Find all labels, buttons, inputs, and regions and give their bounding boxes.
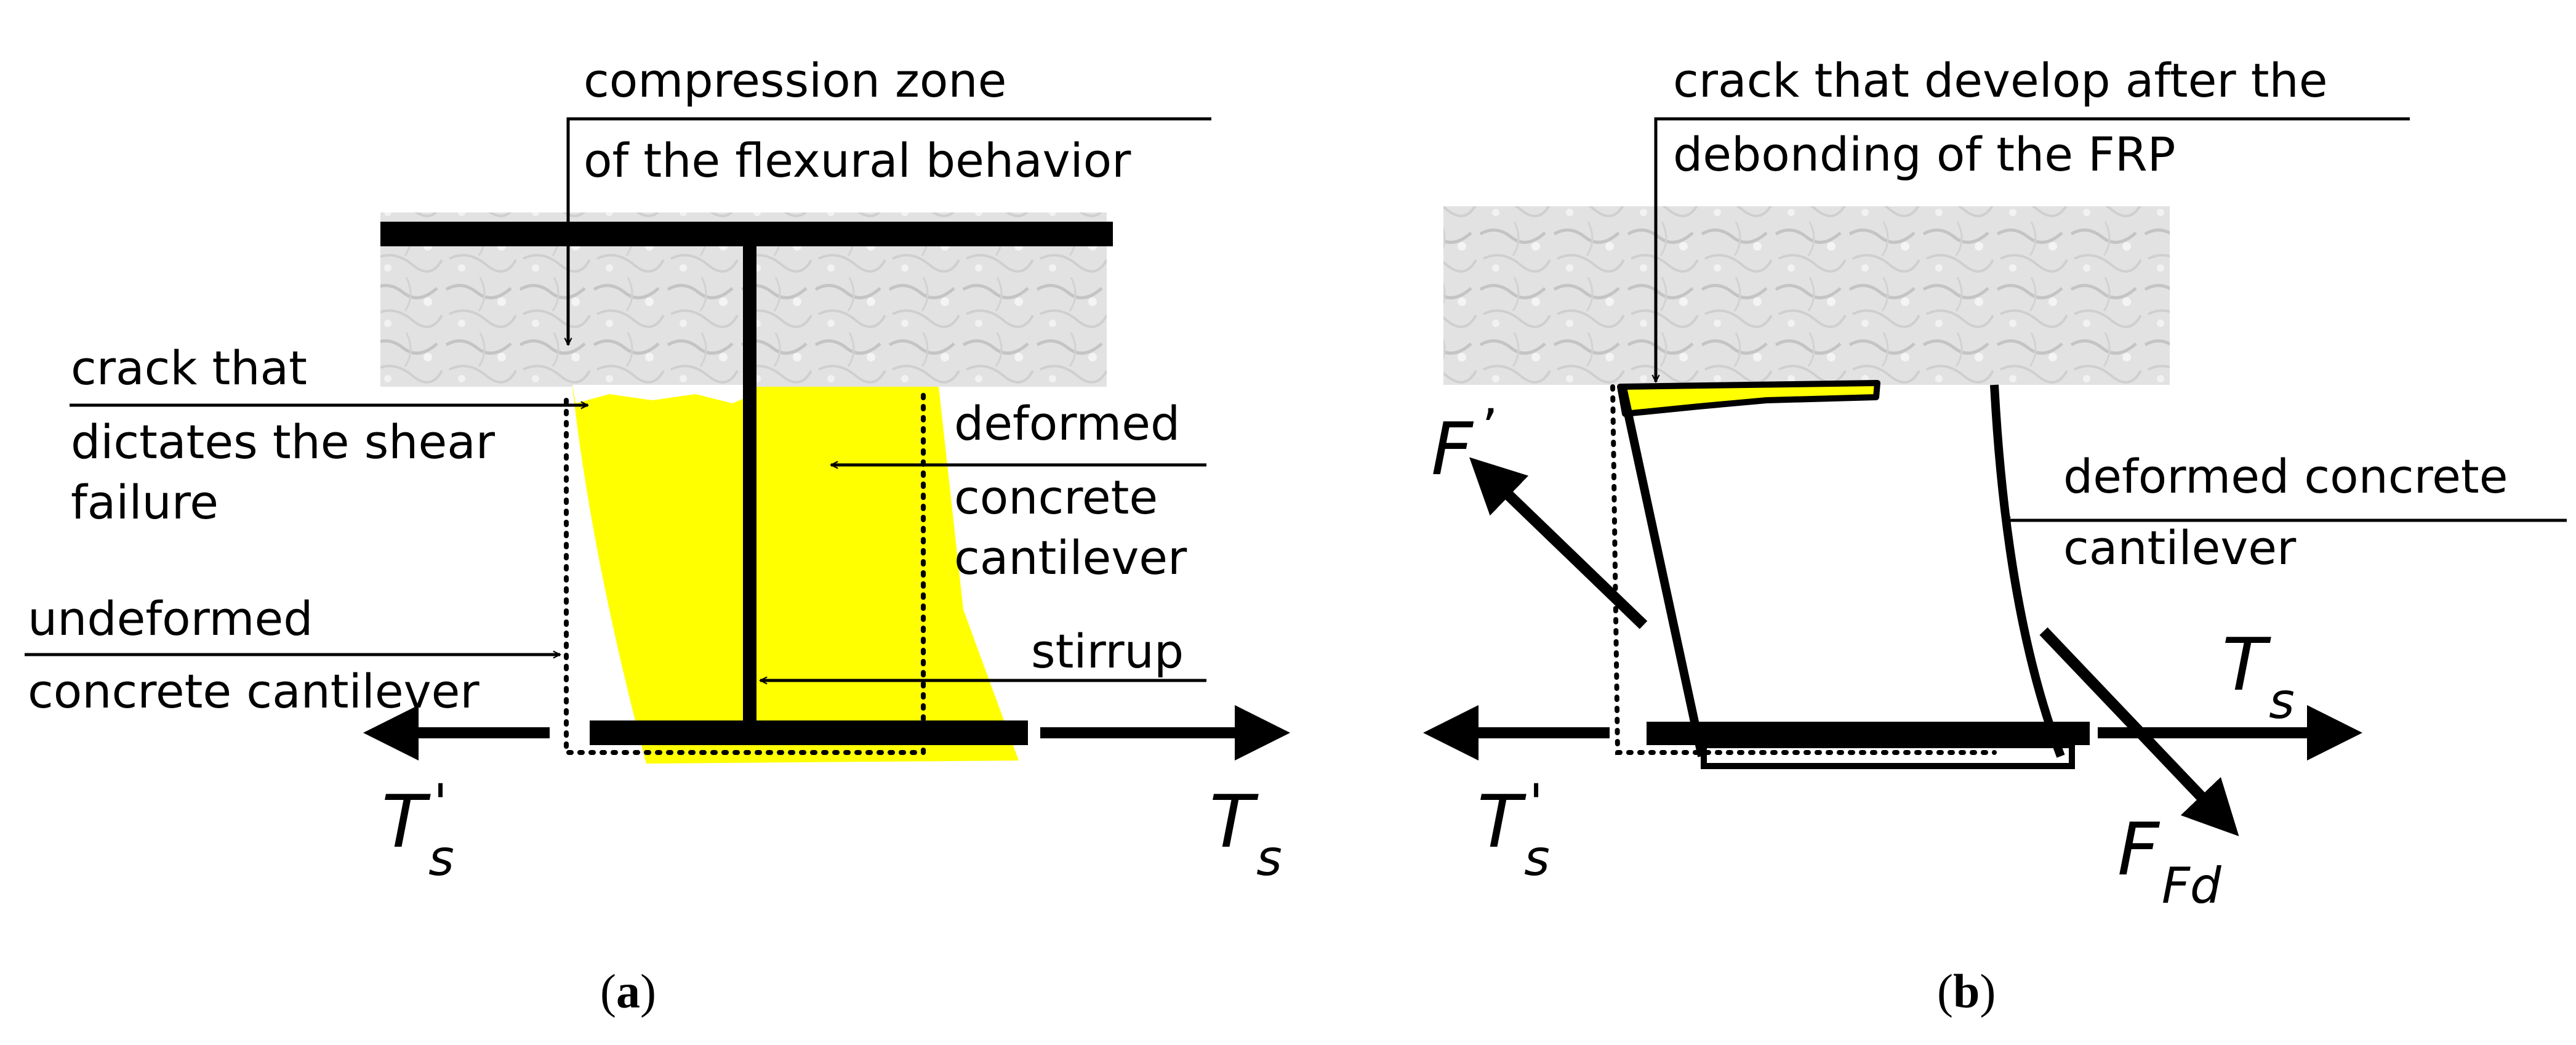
caption-a-open: ( — [600, 964, 616, 1018]
f-prime-arrow — [1469, 457, 1648, 629]
crack-debond-label-line2: debonding of the FRP — [1673, 127, 2176, 182]
deformed-b-label-line2: cantilever — [2063, 520, 2297, 575]
compression-zone-bar — [380, 222, 1113, 246]
f-prime-label: F’ — [1431, 398, 1498, 491]
longitudinal-bar-b — [1647, 722, 2090, 745]
ts-label-b: Ts — [2222, 622, 2295, 730]
ts-prime-b-mark: ' — [1529, 773, 1544, 833]
caption-b-close: ) — [1980, 964, 1996, 1018]
crack-shear-label-line1: crack that — [71, 341, 307, 395]
deformed-b-label-line1: deformed concrete — [2063, 449, 2508, 504]
ffd-main: F — [2117, 807, 2159, 892]
caption-a-letter: a — [616, 964, 640, 1018]
leader-compression-zone — [568, 117, 1211, 345]
ts-prime-a-mark: ' — [433, 773, 448, 833]
shear-crack — [572, 385, 754, 403]
caption-b-open: ( — [1937, 964, 1953, 1018]
ffd-label: FFd — [2117, 807, 2221, 914]
ts-prime-b-sub: s — [1524, 829, 1550, 887]
ffd-arrow — [2039, 627, 2239, 837]
compression-zone-label-line2: of the flexural behavior — [584, 133, 1131, 188]
ts-prime-a-main: T — [382, 779, 427, 864]
stirrup-vertical-a — [743, 243, 756, 730]
f-prime-main: F — [1431, 406, 1473, 491]
panel-b — [1423, 117, 2567, 837]
caption-a-close: ) — [640, 964, 656, 1018]
deformed-right-face — [1990, 384, 2065, 758]
undeformed-outline-b — [1610, 384, 1997, 755]
compression-zone-label-line1: compression zone — [584, 53, 1007, 108]
ts-prime-label-b: T's — [1477, 773, 1550, 887]
ts-b-main: T — [2222, 622, 2267, 707]
undeformed-outline-a — [564, 384, 926, 755]
f-prime-mark: ’ — [1482, 398, 1498, 458]
deformed-a-label-line3: cantilever — [954, 530, 1187, 585]
stirrup-label: stirrup — [1031, 624, 1184, 679]
longitudinal-bar-a — [590, 720, 1028, 745]
deformed-a-label-line2: concrete — [954, 470, 1158, 525]
debonding-crack — [1617, 380, 1880, 417]
caption-b: (b) — [1937, 964, 1996, 1019]
concrete-slab-b — [1443, 206, 2170, 385]
crack-debond-label-line1: crack that develop after the — [1673, 53, 2328, 108]
deformed-left-face — [1618, 384, 1706, 757]
deformed-a-label-line1: deformed — [954, 396, 1181, 451]
crack-shear-label-line2: dictates the shear — [71, 414, 496, 469]
ts-prime-label-a: T's — [382, 773, 454, 887]
ts-prime-a-sub: s — [428, 829, 454, 887]
undeformed-label-line1: undeformed — [28, 591, 313, 646]
ts-a-main: T — [1210, 779, 1254, 864]
panel-a — [25, 117, 1290, 764]
ffd-sub: Fd — [2161, 857, 2221, 914]
undeformed-label-line2: concrete cantilever — [28, 664, 479, 719]
crack-shear-label-line3: failure — [71, 475, 219, 530]
caption-b-letter: b — [1952, 964, 1980, 1018]
ts-prime-b-main: T — [1477, 779, 1522, 864]
displaced-bar-outline — [1701, 742, 2075, 769]
leader-crack-debond — [1656, 117, 2410, 382]
caption-a: (a) — [600, 964, 656, 1019]
ts-b-sub: s — [2269, 672, 2295, 730]
ts-label-a: Ts — [1210, 779, 1282, 887]
ts-a-sub: s — [1256, 829, 1282, 887]
deformed-cantilever-fill — [572, 387, 1019, 764]
